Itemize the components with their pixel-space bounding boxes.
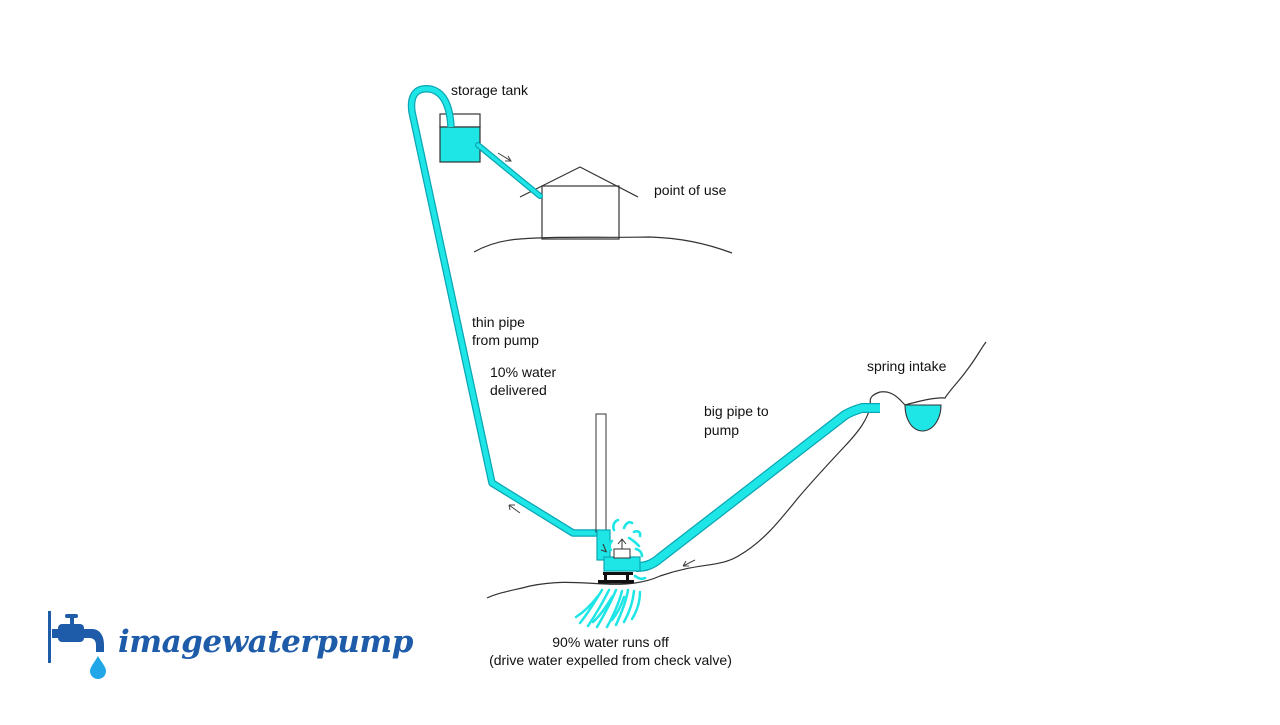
point-of-use-label: point of use [654,182,727,198]
storage-tank-label: storage tank [451,82,529,98]
house-building [519,166,639,240]
big-pipe-label-line-2: pump [704,422,740,438]
hillside-profile [869,341,987,406]
thin-pipe-label-line-2: from pump [472,332,539,348]
runoff-water-streams [574,588,642,629]
drive-flow-arrow [682,559,696,567]
upper-ground-line [473,236,733,254]
big-drive-pipe [635,403,880,572]
lower-ground-line [486,404,872,599]
pump-air-chamber [595,413,607,533]
storage-tank [439,113,481,163]
delivery-flow-arrow [508,504,521,514]
faucet-drop-icon [48,611,106,679]
runoff-label-line-1: 90% water runs off [552,634,669,650]
delivered-label-line-2: delivered [490,382,547,398]
spring-intake-label: spring intake [867,358,947,374]
spring-intake-pool [904,404,942,432]
logo-wordmark: imagewaterpump [118,624,413,660]
waste-valve-splash [608,518,647,581]
delivered-label-line-1: 10% water [490,364,557,380]
supply-flow-arrow [497,152,512,162]
big-pipe-label-line-1: big pipe to [704,403,769,419]
ram-pump-body [596,529,641,584]
thin-pipe-label-line-1: thin pipe [472,314,525,330]
runoff-label-line-2: (drive water expelled from check valve) [489,652,732,668]
